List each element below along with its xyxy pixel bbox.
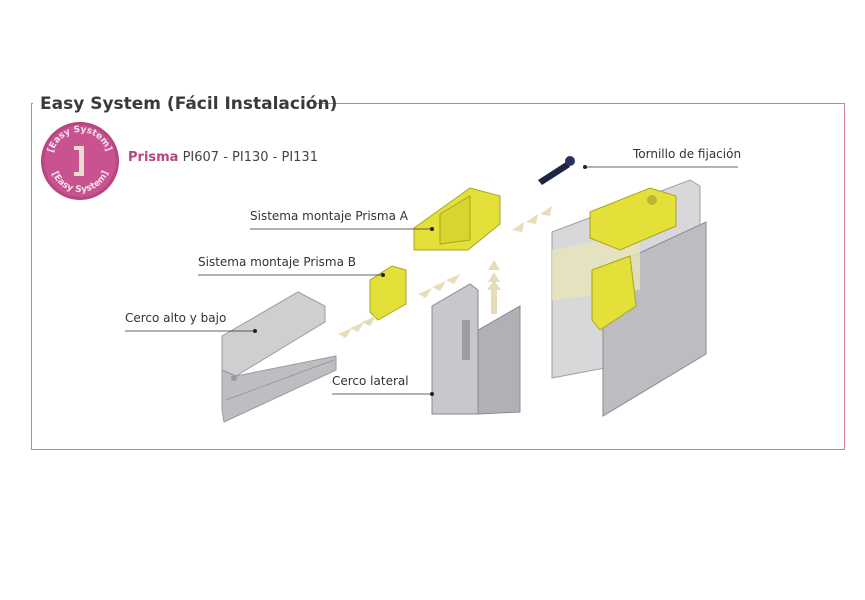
assembled-frame — [551, 179, 707, 417]
leader-lines — [125, 166, 738, 395]
label-mount-b: Sistema montaje Prisma B — [198, 255, 357, 269]
mount-a-part — [413, 187, 501, 251]
section-title: Easy System (Fácil Instalación) — [40, 94, 338, 114]
product-line: Prisma PI607 - PI130 - PI131 — [128, 150, 318, 165]
easy-system-badge: [Easy System] [Easy System] — [41, 122, 119, 200]
profile-icon — [74, 146, 84, 176]
label-top-bottom-frame: Cerco alto y bajo — [125, 311, 227, 325]
side-frame — [431, 283, 521, 415]
top-bottom-frame — [221, 291, 337, 423]
assembly-arrows — [338, 206, 552, 338]
label-screw: Tornillo de fijación — [633, 147, 742, 161]
label-mount-a: Sistema montaje Prisma A — [250, 209, 408, 223]
mount-b-part — [369, 265, 407, 321]
product-models: PI607 - PI130 - PI131 — [182, 150, 318, 165]
product-brand: Prisma — [128, 150, 179, 165]
label-side-frame: Cerco lateral — [332, 374, 409, 388]
section-frame — [31, 103, 845, 450]
screw — [538, 156, 575, 185]
